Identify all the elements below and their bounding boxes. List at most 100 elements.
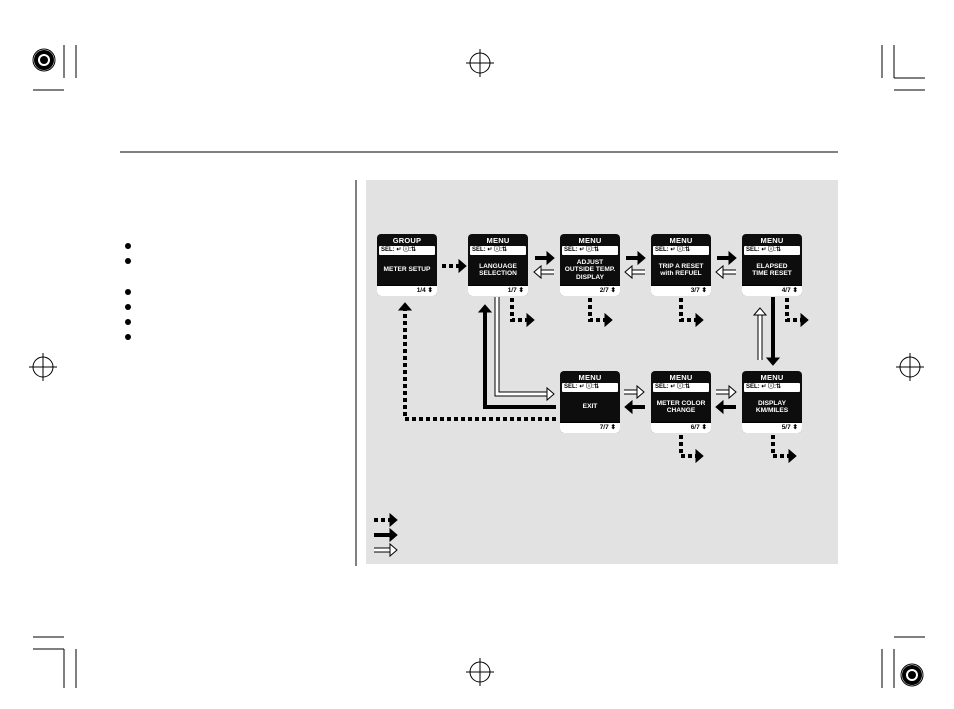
page-scroll-icon: ⬍ <box>518 287 524 294</box>
info-button-icon: ⓘ: <box>586 247 595 253</box>
select-label: SEL: <box>746 247 760 253</box>
bullet <box>125 289 131 295</box>
select-bar: SEL: ↵ ⓘ:⇅ <box>379 246 435 255</box>
bullet <box>125 243 131 249</box>
page-indicator: 4/7 <box>781 287 791 294</box>
up-down-icon: ⇅ <box>685 384 691 390</box>
page-indicator: 1/7 <box>507 287 517 294</box>
hollow-arrow-head <box>389 542 398 558</box>
info-button-icon: ⓘ: <box>768 247 777 253</box>
hollow-loop-outline <box>494 297 547 397</box>
dashed-subarrow-line <box>510 298 527 322</box>
enter-arrow-icon: ↵ <box>759 247 769 253</box>
select-label: SEL: <box>746 384 760 390</box>
screen-footer: 4/7 ⬍ <box>742 285 802 296</box>
screen-footer: 1/4 ⬍ <box>377 285 437 296</box>
screen-body: METER SETUP <box>383 266 431 274</box>
hollow-arrow-head <box>636 384 645 400</box>
enter-arrow-icon: ↵ <box>668 384 678 390</box>
screen-body: ELAPSED TIME RESET <box>752 262 792 278</box>
dashed-subarrow-head <box>695 448 704 464</box>
bullet <box>125 334 131 340</box>
enter-arrow-icon: ↵ <box>485 247 495 253</box>
info-button-icon: ⓘ: <box>403 247 412 253</box>
info-button-icon: ⓘ: <box>586 384 595 390</box>
dashed-return-head <box>397 302 413 311</box>
solid-arrow-head <box>728 250 737 266</box>
select-label: SEL: <box>655 384 669 390</box>
page-indicator: 2/7 <box>599 287 609 294</box>
hollow-loop-fill <box>495 297 547 396</box>
screen-header: MENU <box>760 236 784 245</box>
hollow-arrow-head <box>752 307 768 316</box>
select-label: SEL: <box>564 384 578 390</box>
dashed-subarrow-line <box>679 435 696 458</box>
page-scroll-icon: ⬍ <box>701 287 707 294</box>
screen-header: MENU <box>669 373 693 382</box>
screen-body: EXIT <box>582 403 598 411</box>
up-down-icon: ⇅ <box>594 247 600 253</box>
page-scroll-icon: ⬍ <box>610 424 616 431</box>
dashed-subarrow-head <box>604 312 613 328</box>
info-button-icon: ⓘ: <box>677 384 686 390</box>
hollow-arrow-head <box>533 264 542 280</box>
screen-body: TRIP A RESET with REFUEL <box>658 262 704 278</box>
up-down-icon: ⇅ <box>594 384 600 390</box>
up-down-icon: ⇅ <box>502 247 508 253</box>
screen-body: LANGUAGE SELECTION <box>479 262 517 278</box>
dashed-subarrow-line <box>771 435 789 458</box>
enter-arrow-icon: ↵ <box>577 384 587 390</box>
select-bar: SEL: ↵ ⓘ:⇅ <box>744 383 800 392</box>
dashed-subarrow-line <box>785 298 801 322</box>
page-indicator: 5/7 <box>781 424 791 431</box>
solid-arrow-head <box>765 357 781 366</box>
up-down-icon: ⇅ <box>776 247 782 253</box>
screen-footer: 7/7 ⬍ <box>560 422 620 433</box>
select-label: SEL: <box>472 247 486 253</box>
solid-arrow-head <box>624 399 633 415</box>
hollow-arrow-head <box>624 264 633 280</box>
bullet <box>125 258 131 264</box>
select-label: SEL: <box>655 247 669 253</box>
hollow-arrow-head <box>715 264 724 280</box>
solid-arrow-head <box>546 250 555 266</box>
dashed-return-line <box>403 310 556 421</box>
page-scroll-icon: ⬍ <box>610 287 616 294</box>
screen-header: MENU <box>578 236 602 245</box>
up-down-icon: ⇅ <box>685 247 691 253</box>
info-button-icon: ⓘ: <box>768 384 777 390</box>
solid-return-head <box>477 304 493 313</box>
screen-header: MENU <box>760 373 784 382</box>
solid-arrow-head <box>715 399 724 415</box>
screen-header: MENU <box>669 236 693 245</box>
enter-arrow-icon: ↵ <box>759 384 769 390</box>
dashed-subarrow-head <box>695 312 704 328</box>
dashed-subarrow-head <box>800 312 809 328</box>
screen-header: GROUP <box>392 236 422 245</box>
screen-header: MENU <box>578 373 602 382</box>
dashed-subarrow-head <box>788 448 797 464</box>
enter-arrow-icon: ↵ <box>394 247 404 253</box>
screen-footer: 1/7 ⬍ <box>468 285 528 296</box>
dashed-subarrow-head <box>526 312 535 328</box>
screen-footer: 6/7 ⬍ <box>651 422 711 433</box>
info-button-icon: ⓘ: <box>494 247 503 253</box>
select-bar: SEL: ↵ ⓘ:⇅ <box>470 246 526 255</box>
hollow-arrow-head <box>728 384 737 400</box>
screen-footer: 2/7 ⬍ <box>560 285 620 296</box>
screen-body: METER COLOR CHANGE <box>656 399 706 415</box>
select-bar: SEL: ↵ ⓘ:⇅ <box>562 383 618 392</box>
select-bar: SEL: ↵ ⓘ:⇅ <box>653 383 709 392</box>
select-bar: SEL: ↵ ⓘ:⇅ <box>562 246 618 255</box>
info-button-icon: ⓘ: <box>677 247 686 253</box>
dashed-arrow-head <box>389 512 398 528</box>
page-indicator: 3/7 <box>690 287 700 294</box>
enter-arrow-icon: ↵ <box>577 247 587 253</box>
